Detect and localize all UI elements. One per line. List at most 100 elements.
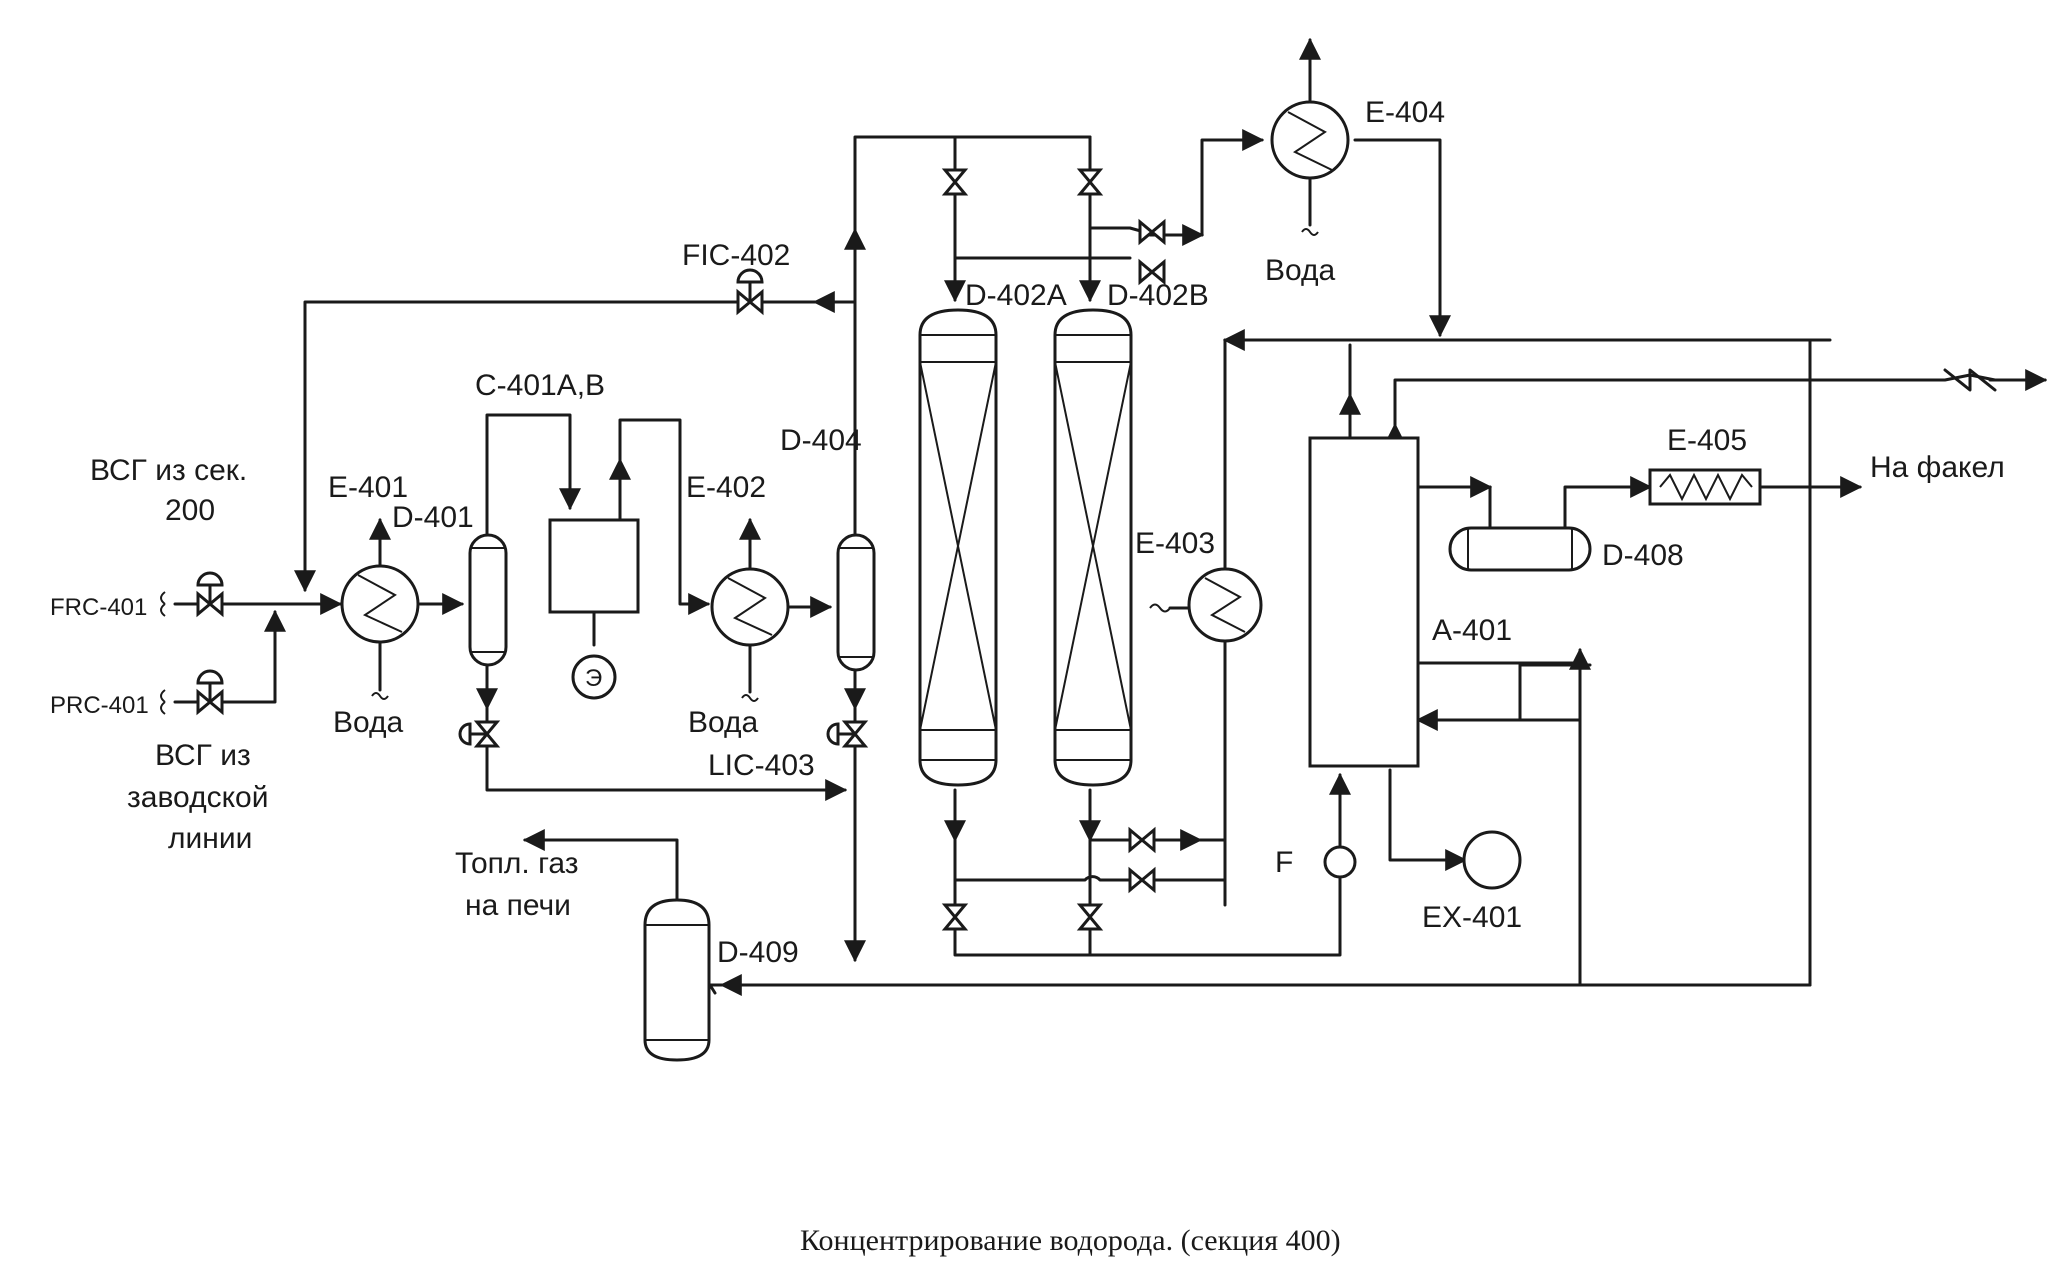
water-wave-icon xyxy=(741,694,759,702)
pipe-c401-e402 xyxy=(618,418,711,615)
exchanger-e401[interactable] xyxy=(340,517,420,700)
heat-exchanger-icon xyxy=(1270,100,1350,180)
stream-fuel-gas-line1: Топл. газ xyxy=(455,847,578,880)
pipe-bottom-valves xyxy=(1088,838,1227,907)
valve-d402a-bottom[interactable] xyxy=(941,903,969,931)
adsorber-d402a[interactable] xyxy=(918,308,998,787)
stream-vsg-plant-line3: линии xyxy=(168,822,252,855)
prc401-signal-icon xyxy=(160,689,166,715)
control-valve-fic402[interactable] xyxy=(736,268,764,316)
water-wave-icon xyxy=(371,692,389,700)
heater-e405[interactable] xyxy=(1648,468,1762,506)
pipe-to-e404 xyxy=(1200,129,1265,237)
label-c401: C-401A,B xyxy=(475,369,605,402)
label-d402b: D-402B xyxy=(1107,279,1209,312)
pipe-e404-out xyxy=(1353,138,1451,338)
coil-icon xyxy=(1287,111,1333,171)
control-valve-prc401[interactable] xyxy=(196,669,224,716)
label-e402: E-402 xyxy=(686,471,766,504)
zigzag-coil-icon xyxy=(1659,472,1753,502)
control-valve-frc401[interactable] xyxy=(196,571,224,618)
coil-icon xyxy=(357,574,403,633)
pump-ex401[interactable] xyxy=(1462,830,1522,890)
label-d408: D-408 xyxy=(1602,539,1684,572)
valve-top-crossover[interactable] xyxy=(1138,218,1166,246)
valve-top-crossover-2[interactable] xyxy=(1138,258,1166,286)
pipe-d408-e405 xyxy=(1563,476,1653,532)
valve-bottom-crossover[interactable] xyxy=(1128,826,1156,854)
label-water-e402: Вода xyxy=(688,706,759,739)
valves xyxy=(196,168,1997,931)
label-e405: E-405 xyxy=(1667,424,1747,457)
stream-to-flare: На факел xyxy=(1870,451,2005,484)
label-e403: E-403 xyxy=(1135,527,1215,560)
valve-bottom-crossover-2[interactable] xyxy=(1128,866,1156,894)
actuator-icon xyxy=(826,722,840,746)
pump-icon xyxy=(1462,830,1522,890)
heat-exchanger-icon xyxy=(1187,567,1263,643)
pipe-fic402-recycle xyxy=(294,300,817,593)
pipe-bottom-crossover xyxy=(953,875,1227,882)
stream-vsg-section-line1: ВСГ из сек. xyxy=(90,454,247,487)
stream-fuel-gas-line2: на печи xyxy=(465,889,571,922)
level-valve-d404[interactable] xyxy=(826,720,869,748)
label-d401: D-401 xyxy=(392,501,474,534)
actuator-icon xyxy=(196,669,224,685)
level-valve-d401[interactable] xyxy=(458,720,501,748)
stream-vsg-plant-line1: ВСГ из xyxy=(155,739,251,772)
vessel-d404[interactable] xyxy=(836,533,876,672)
vessel-d409[interactable] xyxy=(643,898,711,1062)
label-e404: E-404 xyxy=(1365,96,1445,129)
label-e401: E-401 xyxy=(328,471,408,504)
actuator-icon xyxy=(736,268,764,284)
pipe-d401-c401 xyxy=(485,413,581,542)
valve-d402b-bottom[interactable] xyxy=(1076,903,1104,931)
pipe-a401-ex-loop xyxy=(1518,663,1592,722)
exchanger-e404[interactable] xyxy=(1270,100,1350,236)
diagram-caption: Концентрирование водорода. (секция 400) xyxy=(800,1224,1341,1257)
label-water-e401: Вода xyxy=(333,706,404,739)
label-d409: D-409 xyxy=(717,936,799,969)
flow-instrument-f[interactable] xyxy=(1323,845,1357,879)
vertical-vessel-icon xyxy=(836,533,876,672)
motor-icon xyxy=(571,654,617,700)
label-d404: D-404 xyxy=(780,424,862,457)
horizontal-drum-icon xyxy=(1448,526,1592,572)
frc401-signal-icon xyxy=(160,591,166,617)
water-wave-icon xyxy=(1301,228,1319,236)
pipe-prc401-feed xyxy=(173,609,286,704)
label-fic402: FIC-402 xyxy=(682,239,790,272)
stream-vsg-section-line2: 200 xyxy=(165,494,215,527)
label-a401: A-401 xyxy=(1432,614,1512,647)
exchanger-e402[interactable] xyxy=(710,517,790,702)
column-icon xyxy=(1308,436,1420,768)
valve-d402a-top[interactable] xyxy=(941,168,969,196)
valve-d402b-top[interactable] xyxy=(1076,168,1104,196)
pipe-a401-ex401 xyxy=(1388,768,1468,871)
actuator-icon xyxy=(458,722,472,746)
adsorber-d402b[interactable] xyxy=(1053,308,1133,787)
vessel-d401[interactable] xyxy=(468,533,508,667)
check-valve-product[interactable] xyxy=(1943,368,1997,392)
label-prc401: PRC-401 xyxy=(50,692,149,719)
compressor-c401[interactable] xyxy=(548,518,640,700)
coil-icon xyxy=(727,577,773,636)
label-water-e404: Вода xyxy=(1265,254,1336,287)
labels: ВСГ из сек. 200 ВСГ из заводской линии Т… xyxy=(50,96,2005,1257)
actuator-icon xyxy=(196,571,224,587)
drum-d408[interactable] xyxy=(1448,526,1592,572)
label-d402a: D-402A xyxy=(965,279,1067,312)
pipe-a401-side xyxy=(1416,338,1812,987)
column-a401[interactable] xyxy=(1308,436,1420,768)
compressor-icon xyxy=(548,518,640,614)
equipment xyxy=(340,100,1762,1062)
label-ex401: EX-401 xyxy=(1422,901,1522,934)
label-motor: Э xyxy=(585,665,602,692)
stream-vsg-plant-line2: заводской xyxy=(127,781,268,814)
instrument-bubble-icon xyxy=(1323,845,1357,879)
exchanger-e403[interactable] xyxy=(1149,567,1263,643)
coil-icon xyxy=(1204,577,1246,633)
pipe-d409-fuel xyxy=(522,829,679,907)
